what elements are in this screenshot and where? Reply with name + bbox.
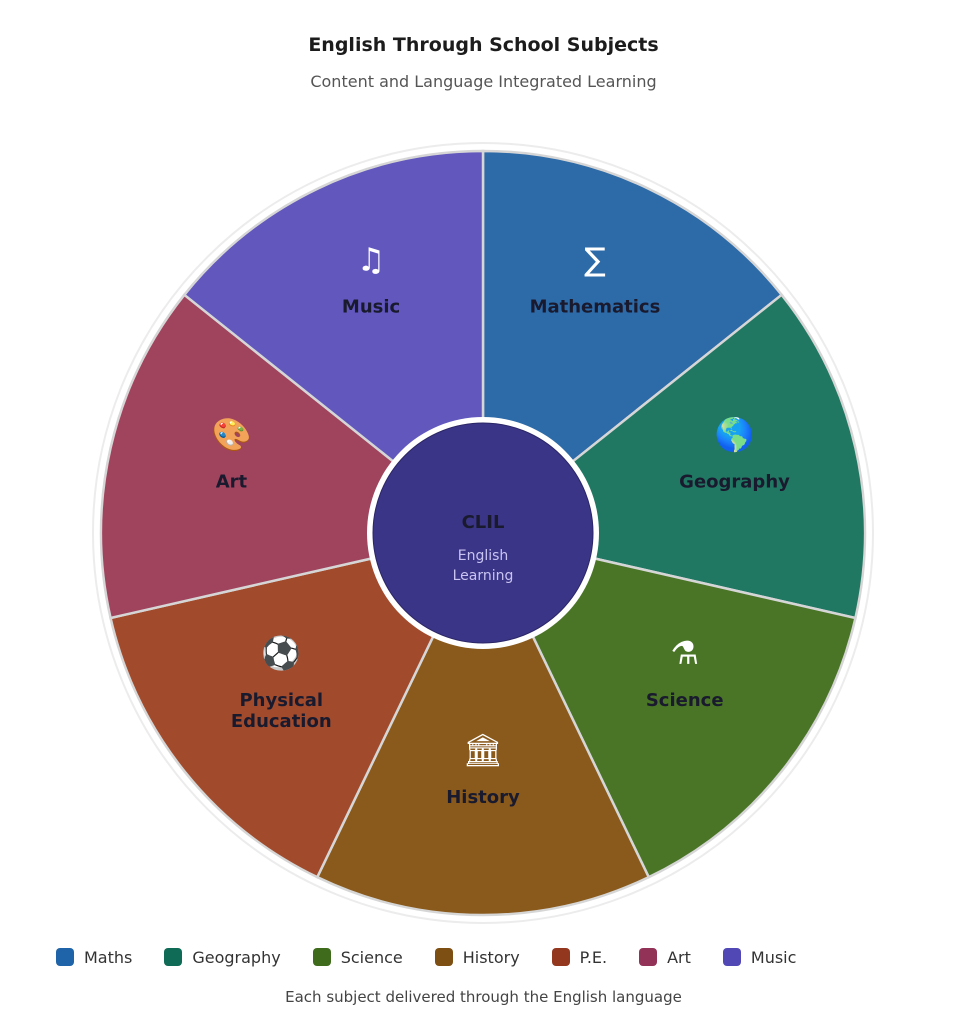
legend-item-art[interactable]: Art [639, 948, 691, 967]
legend-label: Geography [192, 947, 281, 967]
diagram-subtitle: Content and Language Integrated Learning [310, 72, 657, 91]
legend-item-geography[interactable]: Geography [164, 947, 281, 967]
legend-item-p-e[interactable]: P.E. [551, 947, 608, 967]
music-note-icon: ♫ [357, 241, 386, 279]
segment-label-geography: Geography [679, 472, 790, 493]
legend-item-music[interactable]: Music [722, 947, 797, 967]
legend-swatch [434, 948, 453, 966]
legend-label: History [462, 947, 520, 967]
center-line-2: Learning [453, 568, 514, 584]
palette-icon: 🎨 [212, 416, 252, 454]
legend-label: Music [750, 947, 797, 967]
center-title: CLIL [462, 512, 505, 533]
legend-label: Maths [84, 947, 133, 967]
legend-swatch [56, 948, 74, 966]
segment-label-physical-education: Physical [239, 690, 323, 711]
legend-item-science[interactable]: Science [312, 947, 403, 967]
scientist-icon: ⚗ [670, 634, 699, 672]
segment-label-science: Science [646, 690, 724, 711]
legend-label: P.E. [579, 947, 608, 967]
legend: Maths Geography Science History P.E. Art Music [56, 944, 828, 970]
segment-label-mathematics: Mathematics [530, 297, 661, 318]
legend-swatch [722, 948, 741, 966]
segment-label-physical-education: Education [231, 711, 332, 732]
center-circle [372, 422, 594, 644]
diagram-title: English Through School Subjects [308, 34, 659, 56]
legend-swatch [639, 948, 658, 966]
sigma-icon: ∑ [584, 241, 606, 279]
wheel-outer-ring [92, 142, 874, 924]
segment-label-music: Music [342, 297, 400, 318]
legend-item-history[interactable]: History [434, 947, 520, 967]
legend-label: Science [340, 947, 403, 967]
subject-wheel: ∑ Mathematics 🌎 Geography ⚗ Science 🏛 History ⚽ P… [92, 142, 874, 924]
legend-swatch [312, 948, 331, 966]
legend-swatch [551, 948, 570, 966]
soccer-ball-icon: ⚽ [260, 634, 301, 672]
museum-icon: 🏛 [463, 731, 504, 769]
legend-item-maths[interactable]: Maths [56, 948, 132, 967]
globe-icon: 🌎 [715, 416, 755, 454]
legend-swatch [164, 948, 183, 966]
segment-label-art: Art [216, 472, 248, 493]
footer-note: Each subject delivered through the Engli… [285, 988, 682, 1006]
legend-label: Art [667, 947, 691, 967]
segment-label-history: History [446, 787, 520, 808]
center-line-1: English [458, 548, 509, 564]
